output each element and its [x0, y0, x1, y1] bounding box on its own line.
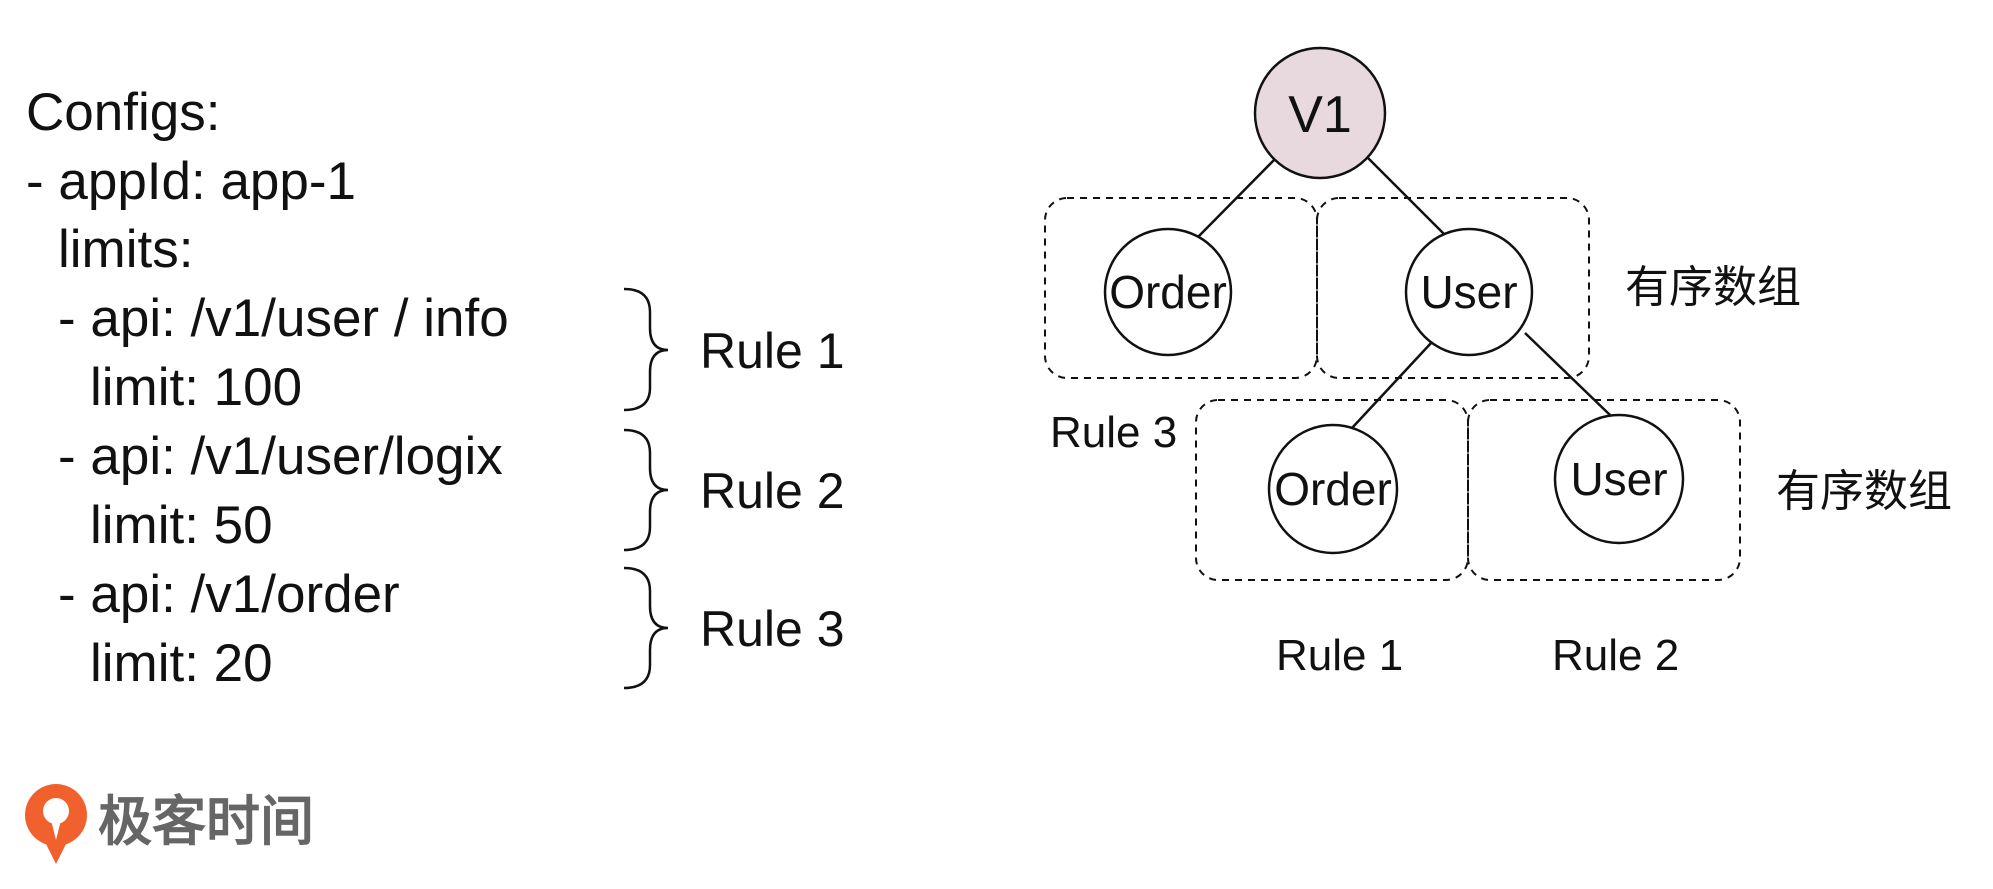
edge-root-user	[1367, 157, 1448, 238]
array-box-user-l2	[1467, 399, 1741, 581]
rule-2-label: Rule 2	[700, 463, 845, 519]
node-user-l2-label: User	[1570, 453, 1667, 505]
edge-user-user	[1524, 332, 1611, 416]
tree-rule-3-label: Rule 3	[1050, 408, 1177, 457]
braces	[623, 287, 669, 690]
logo-text: 极客时间	[98, 790, 314, 853]
logo-mark-icon	[25, 784, 87, 864]
config-appid: - appId: app-1	[26, 152, 356, 211]
tree-nodes	[1103, 46, 1685, 555]
config-title: Configs:	[26, 83, 220, 142]
array-box-order-l1	[1044, 197, 1318, 379]
node-root-label: V1	[1288, 86, 1352, 144]
rule-1-label: Rule 1	[700, 323, 845, 379]
node-root	[1253, 46, 1387, 180]
tree-edges	[1197, 157, 1611, 429]
tree-rule-1-label: Rule 1	[1276, 631, 1403, 680]
config-block: Configs: - appId: app-1 limits: - api: /…	[26, 83, 509, 693]
node-order-l2-label: Order	[1274, 463, 1392, 515]
node-order-l1	[1103, 227, 1233, 357]
array-label-l2: 有序数组	[1776, 466, 1952, 517]
array-box-order-l2	[1195, 399, 1469, 581]
config-limit-2: limit: 50	[90, 496, 273, 555]
node-order-l2	[1267, 423, 1399, 555]
brace-rule-2	[623, 428, 669, 552]
config-limits: limits:	[58, 220, 193, 279]
brace-rule-1	[623, 287, 669, 412]
array-label-l1: 有序数组	[1625, 262, 1801, 313]
edge-root-order	[1197, 157, 1277, 238]
config-limit-1: limit: 100	[90, 358, 302, 417]
node-user-l1-label: User	[1420, 266, 1517, 318]
config-api-2: - api: /v1/user/logix	[58, 427, 503, 486]
rule-3-label: Rule 3	[700, 601, 845, 657]
brace-rule-3	[623, 566, 669, 690]
config-api-1: - api: /v1/user / info	[58, 289, 509, 348]
config-api-3: - api: /v1/order	[58, 565, 400, 624]
tree-rule-2-label: Rule 2	[1552, 631, 1679, 680]
logo: 极客时间	[25, 784, 314, 864]
dashed-boxes	[1044, 197, 1741, 581]
array-box-user-l1	[1316, 197, 1590, 379]
node-order-l1-label: Order	[1109, 266, 1227, 318]
node-user-l2	[1553, 413, 1685, 545]
edge-user-order	[1351, 341, 1433, 429]
config-limit-3: limit: 20	[90, 634, 273, 693]
node-user-l1	[1404, 227, 1534, 357]
